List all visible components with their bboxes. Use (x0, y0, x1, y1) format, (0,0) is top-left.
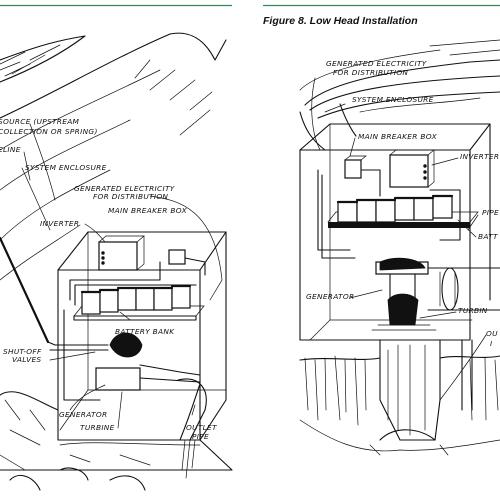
label-outlet-1: OUTLET (186, 423, 217, 432)
left-diagram: SOURCE (UPSTREAM COLLECTION OR SPRING) P… (0, 32, 233, 491)
label-r-system-enclosure: SYSTEM ENCLOSURE (352, 95, 434, 104)
label-r-generated-2: FOR DISTRIBUTION (333, 68, 408, 77)
label-main-breaker: MAIN BREAKER BOX (108, 206, 188, 215)
label-generator: GENERATOR (59, 410, 107, 419)
label-r-generator: GENERATOR (306, 292, 354, 301)
label-shutoff-2: VALVES (12, 355, 41, 364)
label-r-pipe: PIPE (482, 208, 499, 217)
label-generated-1: GENERATED ELECTRICITY (74, 184, 175, 193)
label-inverter: INVERTER (40, 219, 79, 228)
label-battery-bank: BATTERY BANK (115, 327, 175, 336)
label-system-enclosure: SYSTEM ENCLOSURE (25, 163, 107, 172)
figure-caption: Figure 8. Low Head Installation (263, 15, 418, 27)
label-r-battery: BATT (478, 232, 498, 241)
label-pipeline: PIPELINE (0, 145, 21, 154)
label-source-2: COLLECTION OR SPRING) (0, 127, 98, 136)
label-outlet-2: PIPE (192, 432, 209, 441)
label-generated-2: FOR DISTRIBUTION (93, 192, 168, 201)
right-diagram: GENERATED ELECTRICITY FOR DISTRIBUTION S… (299, 39, 500, 456)
label-r-inverter: INVERTER (460, 152, 499, 161)
label-source: SOURCE (UPSTREAM (0, 117, 80, 126)
label-r-generated-1: GENERATED ELECTRICITY (326, 59, 427, 68)
label-shutoff-1: SHUT-OFF (3, 347, 42, 356)
label-turbine: TURBINE (80, 423, 115, 432)
label-r-turbine: TURBIN (458, 306, 488, 315)
label-r-out-1: OU (486, 329, 498, 338)
label-r-main-breaker: MAIN BREAKER BOX (358, 132, 438, 141)
label-r-out-2: I (490, 339, 492, 348)
